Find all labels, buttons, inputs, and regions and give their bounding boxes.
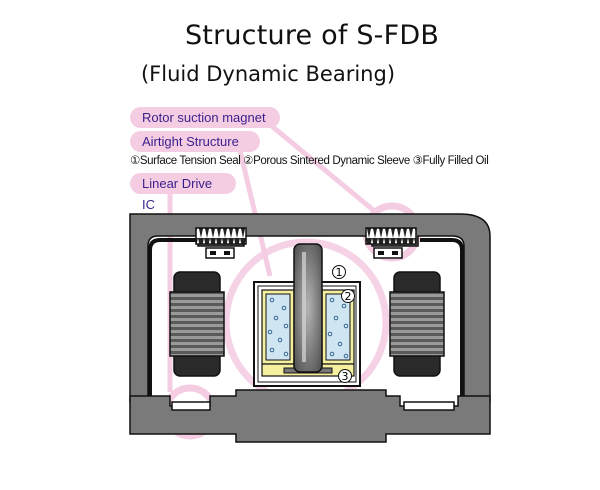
magnet-right [365,227,417,245]
svg-text:1: 1 [336,266,343,279]
svg-text:2: 2 [345,290,352,303]
pore [329,351,335,357]
legend-text: ①Surface Tension Seal ②Porous Sintered D… [130,155,489,167]
label-linear-drive-ic: Linear Drive IC [130,173,236,212]
pore [267,329,273,335]
page-subtitle: (Fluid Dynamic Bearing) [140,62,396,86]
pore [333,315,339,321]
pore [341,303,347,309]
sleeve-pores [267,297,349,359]
pore [273,315,279,321]
marker-3: 3 [338,369,352,383]
page-title: Structure of S-FDB [184,20,440,51]
pore [337,341,343,347]
marker-1: 1 [332,265,346,279]
pore [329,297,335,303]
label-rotor-suction-magnet: Rotor suction magnet [130,107,280,128]
shaft [293,243,323,373]
connector-left [205,247,235,259]
label-airtight-structure: Airtight Structure [130,131,260,152]
pore [283,323,289,329]
coil-left [169,271,225,377]
svg-text:3: 3 [342,370,349,383]
sleeve-left [261,289,295,365]
pore [343,323,349,329]
ic-chip-left [171,401,211,411]
pore [269,297,275,303]
sleeve-right [321,289,355,365]
coil-right [389,271,445,377]
pore [343,353,349,359]
rotor-housing [129,213,491,403]
pore [327,331,333,337]
pore [281,305,287,311]
magnet-left [195,227,247,245]
base-plate [129,389,491,443]
marker-2: 2 [341,289,355,303]
pore [283,351,289,357]
connector-right [373,247,403,259]
pore [269,347,275,353]
ic-chip-right [403,401,455,411]
pore [277,337,283,343]
